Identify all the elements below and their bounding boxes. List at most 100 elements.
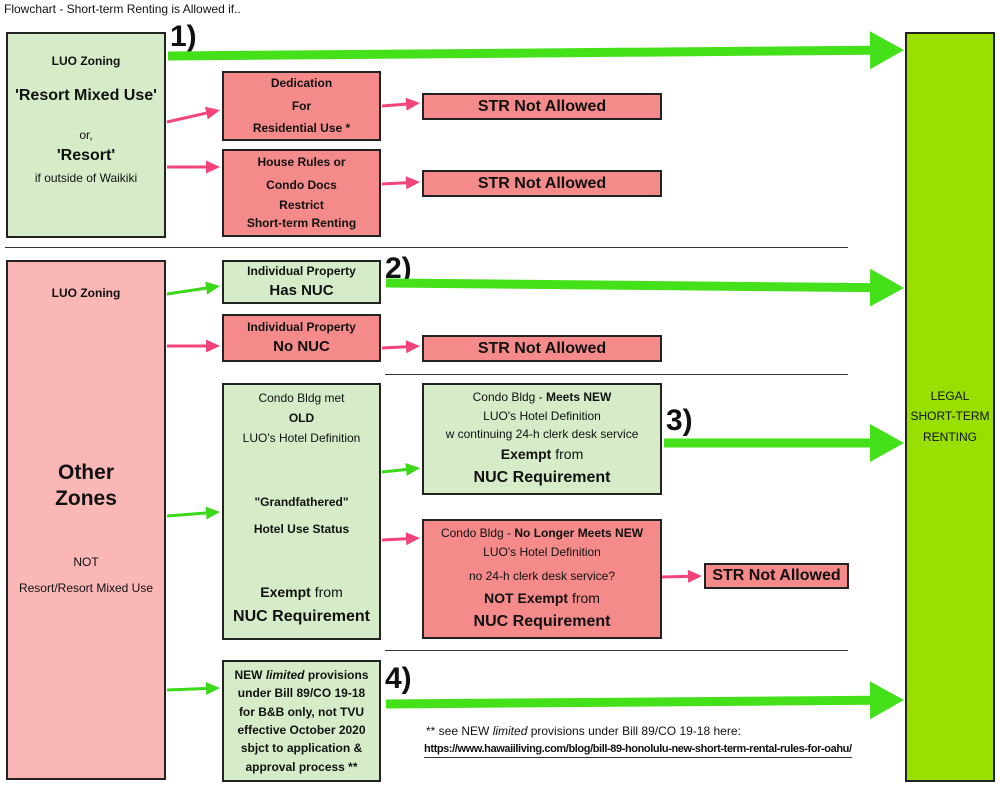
other-zoning-label: LUO Zoning [51,286,121,300]
meets-new-from-word: from [551,445,584,462]
meets-new-definition-box: Condo Bldg - Meets NEW LUO's Hotel Defin… [422,383,662,495]
section-divider-top [5,247,848,248]
bill-89-box: NEW limited provisions under Bill 89/CO … [222,660,381,782]
hotel-use-status-label: Hotel Use Status [253,521,350,536]
other-zones-box: LUO Zoning Other Zones NOT Resort/Resort… [6,260,166,780]
not-exempt-word: NOT Exempt [484,589,569,606]
short-term-label: SHORT-TERM [910,409,990,424]
old-hotel-definition-label: LUO's Hotel Definition [242,430,361,445]
step-number-2: 2) [385,252,412,285]
meets-new-clerk-desk-label: w continuing 24-h clerk desk service [445,427,639,442]
footnote-limited-word: limited [492,724,528,738]
has-nuc-box: Individual Property Has NUC [222,260,381,304]
no-nuc-label: No NUC [273,338,330,356]
resort-outside-waikiki-label: if outside of Waikiki [34,171,138,186]
resort-resort-mixed-use-label: Resort/Resort Mixed Use [18,581,154,596]
bill-89-new-provisions: NEW limited provisions [234,668,368,682]
meets-new-exempt-label: Exempt from [501,446,583,463]
house-rules-box: House Rules or Condo Docs Restrict Short… [222,149,381,237]
resort-zoning-label: LUO Zoning [51,54,121,68]
old-nuc-requirement-label: NUC Requirement [233,607,370,625]
page-title: Flowchart - Short-term Renting is Allowe… [4,2,241,16]
str-not-allowed-label: STR Not Allowed [712,567,841,585]
no-longer-meets-box: Condo Bldg - No Longer Meets NEW LUO's H… [422,519,662,639]
not-label: NOT [73,554,99,569]
step-number-4: 4) [385,662,412,695]
no-longer-clerk-desk-label: no 24-h clerk desk service? [468,569,616,584]
old-hotel-definition-box: Condo Bldg met OLD LUO's Hotel Definitio… [222,383,381,640]
no-longer-nuc-requirement-label: NUC Requirement [473,613,611,631]
meets-new-nuc-requirement-label: NUC Requirement [473,469,611,487]
meets-new-condo-prefix: Condo Bldg - [472,390,547,405]
meets-new-hotel-definition-label: LUO's Hotel Definition [483,408,601,423]
str-not-allowed-box-3: STR Not Allowed [422,335,662,362]
meets-new-exempt-word: Exempt [500,445,552,462]
bill-89-new-word: NEW [234,667,266,682]
pink-arrow-no-longer-str [661,569,702,583]
green-arrow-other-bill-89 [166,682,220,696]
no-longer-condo-prefix: Condo Bldg - [440,526,515,541]
bill-89-provisions-word: provisions [304,667,369,682]
other-label: Other [57,461,114,485]
dedication-label: Dedication [270,76,333,91]
resort-mixed-use-label: 'Resort Mixed Use' [15,87,157,105]
renting-label: RENTING [923,429,977,444]
no-nuc-box: Individual Property No NUC [222,314,381,362]
step-number-1: 1) [170,20,197,53]
dedication-box: Dedication For Residential Use * [222,71,381,141]
big-arrow-1 [167,31,904,70]
grandfathered-label: "Grandfathered" [254,495,349,510]
dedication-for-label: For [291,98,312,113]
short-term-renting-label: Short-term Renting [246,216,357,231]
legal-label: LEGAL [930,389,970,403]
meets-new-word: Meets NEW [546,390,612,405]
meets-new-title: Condo Bldg - Meets NEW [473,390,612,404]
no-longer-title: Condo Bldg - No Longer Meets NEW [441,526,643,540]
footnote-prefix: ** see NEW [426,724,493,738]
pink-arrow-resort-dedication [166,106,220,124]
bill-89-effective-label: effective October 2020 [237,723,366,737]
footnote-suffix: provisions under Bill 89/CO 19-18 here: [527,724,741,738]
str-not-allowed-box-2: STR Not Allowed [422,170,662,197]
bill-89-link[interactable]: https://www.hawaiiliving.com/blog/bill-8… [424,743,852,758]
big-arrow-4 [385,681,904,720]
old-exempt-label: Exempt from [260,584,342,601]
str-not-allowed-label: STR Not Allowed [477,97,607,115]
section-divider-lower [385,650,848,651]
section-divider-middle [385,374,848,375]
pink-arrow-no-nuc-str [381,340,420,354]
resort-or-label: or, [79,127,93,142]
pink-arrow-house-rules-str [381,176,420,190]
old-exempt-word: Exempt [260,583,311,600]
dedication-residential-label: Residential Use * [252,121,351,136]
no-nuc-property-label: Individual Property [247,319,356,334]
pink-arrow-dedication-str [381,97,420,111]
pink-arrow-resort-house-rules [167,160,220,174]
step-number-3: 3) [666,404,693,437]
bill-89-approval-label: approval process ** [245,759,358,774]
has-nuc-property-label: Individual Property [247,264,356,279]
not-exempt-label: NOT Exempt from [484,590,600,607]
old-from-word: from [310,583,343,600]
bill-89-under-label: under Bill 89/CO 19-18 [237,686,366,701]
legal-short-term-renting-box: LEGAL SHORT-TERM RENTING [905,32,995,782]
no-longer-word: No Longer Meets NEW [514,526,644,541]
resort-zoning-box: LUO Zoning 'Resort Mixed Use' or, 'Resor… [6,32,166,238]
has-nuc-label: Has NUC [269,281,334,299]
resort-label: 'Resort' [56,146,116,164]
str-not-allowed-box-1: STR Not Allowed [422,93,662,120]
green-arrow-other-old [166,506,220,520]
big-arrow-3 [664,424,904,462]
zones-label: Zones [55,486,117,510]
house-rules-label: House Rules or [257,155,346,170]
green-arrow-old-meets-new [381,463,420,476]
bill-89-limited-word: limited [265,667,305,682]
restrict-label: Restrict [279,198,324,212]
no-longer-hotel-definition-label: LUO's Hotel Definition [483,544,601,559]
footnote-text: ** see NEW limited provisions under Bill… [426,724,741,738]
old-label: OLD [288,411,315,426]
old-condo-met-label: Condo Bldg met [258,391,345,405]
str-not-allowed-label: STR Not Allowed [477,174,607,192]
pink-arrow-other-no-nuc [167,339,220,353]
pink-arrow-old-no-longer [381,532,420,546]
